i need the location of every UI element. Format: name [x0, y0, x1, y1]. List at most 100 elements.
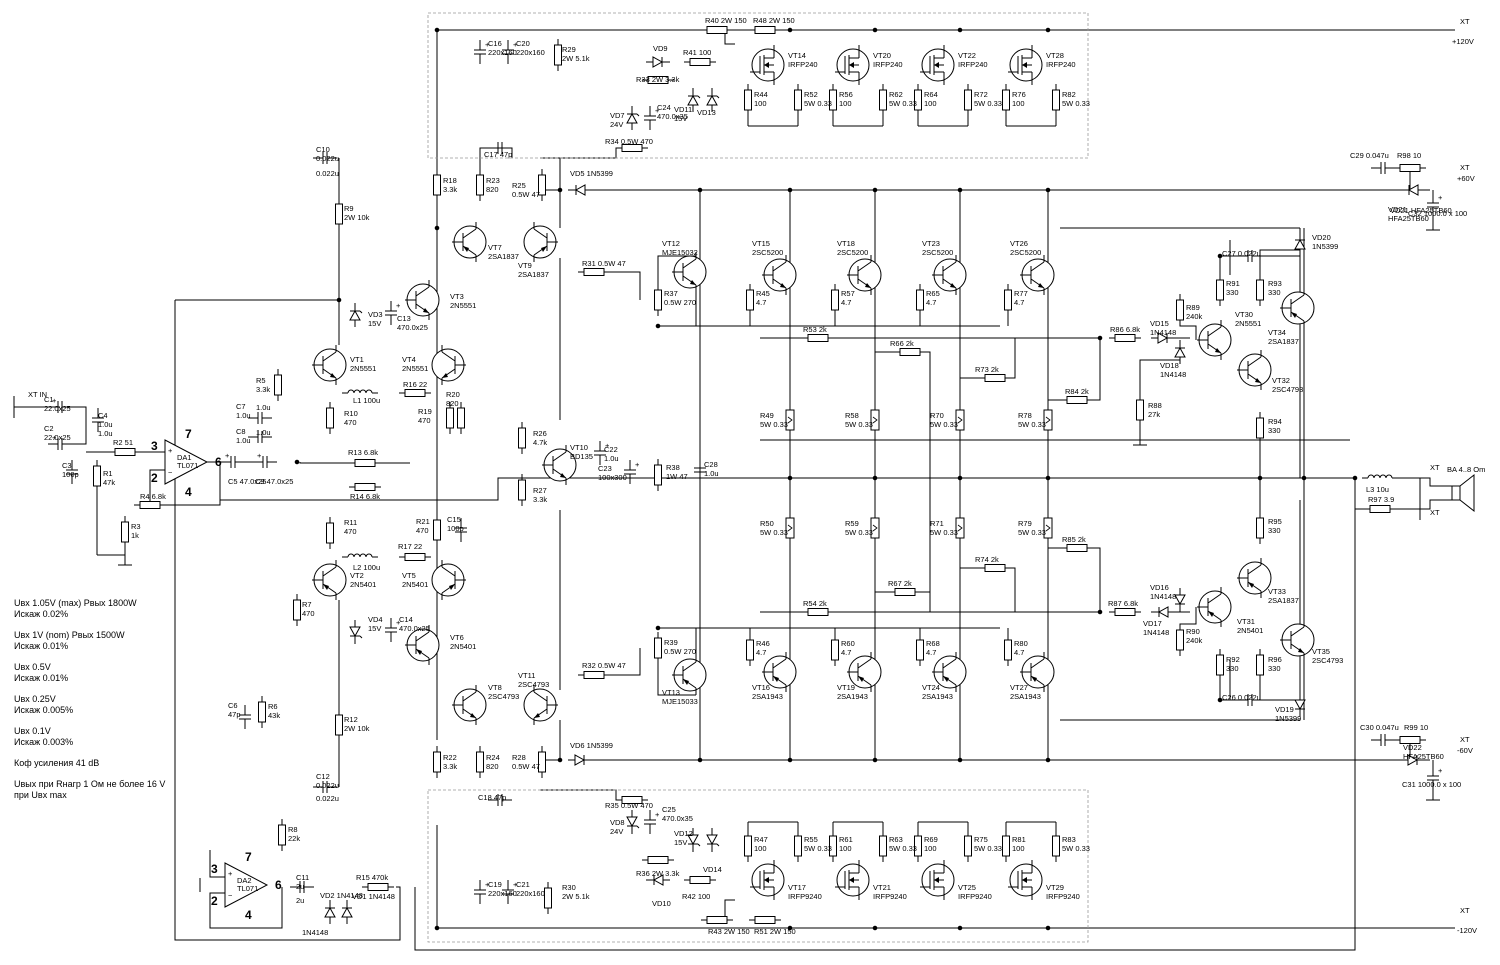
- resistor-r92: [1216, 654, 1224, 676]
- resistor-ref: R15 470k: [356, 873, 388, 882]
- transistor-ref: VT23: [922, 239, 940, 248]
- resistor-r12: [335, 714, 343, 736]
- transistor-part: 2SC4793: [518, 680, 549, 689]
- resistor-value: 43k: [268, 711, 280, 720]
- resistor-r5: [274, 374, 282, 396]
- resistor-value: 470: [344, 418, 357, 427]
- resistor-ref: R58: [845, 411, 859, 420]
- resistor-r50: [785, 517, 795, 539]
- transistor-vt34: [1280, 288, 1315, 328]
- notes-gap: [14, 620, 165, 630]
- resistor-value: 5W 0.33: [804, 99, 832, 108]
- resistor-ref: R19: [418, 407, 432, 416]
- opamp-part: TL071: [237, 884, 258, 893]
- capacitor-ref: C24: [657, 103, 671, 112]
- transistor-part: MJE15033: [662, 697, 698, 706]
- resistor-value: 330: [1268, 426, 1281, 435]
- diode-ref: VD11: [674, 105, 692, 114]
- transistor-ref: VT17: [788, 883, 806, 892]
- rail-terminal-label: XT: [1460, 17, 1470, 26]
- transistor-vt23: [932, 255, 967, 295]
- resistor-r73: [984, 374, 1006, 382]
- capacitor-value: 220x160: [516, 889, 545, 898]
- notes-gap: [14, 716, 165, 726]
- resistor-r1: [93, 465, 101, 487]
- capacitor-ref: C25: [662, 805, 676, 814]
- capacitor-c24: [644, 115, 656, 121]
- polarity-mark: +: [1438, 193, 1443, 202]
- transistor-ref: VT27: [1010, 683, 1028, 692]
- resistor-value: 0.5W 270: [664, 298, 696, 307]
- capacitor-c9: [262, 456, 268, 468]
- diode-vd3: [349, 309, 363, 321]
- transistor-ref: VT11: [518, 671, 535, 680]
- resistor-value: 5W 0.33: [804, 844, 832, 853]
- resistor-ref: R41 100: [683, 48, 711, 57]
- capacitor-value: 22.0x25: [44, 433, 71, 442]
- resistor-ref: R65: [926, 289, 940, 298]
- diode-value: 1N4148: [1150, 592, 1176, 601]
- transistor-ref: VT7: [488, 243, 502, 252]
- resistor-r93: [1256, 279, 1264, 301]
- diode-vd18: [1174, 346, 1186, 358]
- capacitor-c17: [497, 142, 503, 154]
- resistor-value: 5W 0.33: [760, 420, 788, 429]
- resistor-value: 4.7: [756, 648, 766, 657]
- transistor-ref: VT22: [958, 51, 976, 60]
- diode-ref: VD9: [653, 44, 668, 53]
- opamp-pin: 4: [245, 908, 252, 922]
- capacitor-value: 220x160: [488, 48, 517, 57]
- diode-ref: VD22: [1403, 743, 1422, 752]
- transistor-vt3: [405, 280, 440, 320]
- wires: [13, 27, 1455, 951]
- resistor-value: 4.7: [1014, 298, 1024, 307]
- resistor-value: 820: [446, 399, 459, 408]
- transistor-part: 2SC5200: [1010, 248, 1041, 257]
- resistor-ref: R35 0.5W 470: [605, 801, 653, 810]
- resistor-r77: [1004, 289, 1012, 311]
- transistor-ref: VT4: [402, 355, 416, 364]
- transistor-part: 2SA1837: [488, 252, 519, 261]
- capacitor-c18: [497, 794, 503, 806]
- transistor-vt27: [1020, 652, 1055, 692]
- capacitor-ref: C3: [62, 461, 72, 470]
- resistor-value: 5W 0.33: [930, 528, 958, 537]
- transistor-vt26: [1020, 255, 1055, 295]
- diode-vd2: [324, 906, 336, 918]
- transistor-vt25: [920, 860, 955, 900]
- diode-value: 24V: [610, 120, 623, 129]
- transistor-ref: VT12: [662, 239, 680, 248]
- resistor-ref: R76: [1012, 90, 1026, 99]
- resistor-r14: [354, 483, 376, 491]
- resistor-r70: [955, 409, 965, 431]
- capacitor-c20: [502, 49, 514, 55]
- resistor-r37: [654, 289, 662, 311]
- transistor-ref: VT5: [402, 571, 416, 580]
- diode-ref: VD8: [610, 818, 625, 827]
- resistor-r82: [1052, 89, 1060, 111]
- resistor-value: 820: [486, 185, 499, 194]
- resistor-value: 2W 5.1k: [562, 892, 590, 901]
- capacitor-value: 0.022u: [316, 781, 339, 790]
- resistor-r36: [647, 856, 669, 864]
- transistor-part: 2N5551: [450, 301, 476, 310]
- diode-vd21: [1407, 184, 1419, 196]
- resistor-value: 4.7k: [533, 438, 547, 447]
- speaker-terminal-label: XT: [1430, 508, 1440, 517]
- resistor-r76: [1002, 89, 1010, 111]
- diode-value: HFA25TB60: [1388, 214, 1429, 223]
- polarity-mark: +: [52, 433, 57, 442]
- resistor-value: 3.3k: [443, 185, 457, 194]
- transistor-ref: VT34: [1268, 328, 1286, 337]
- transistor-vt14: [750, 45, 785, 85]
- capacitor-c8: [257, 431, 263, 443]
- capacitor-label: C30 0.047u: [1360, 723, 1399, 732]
- resistor-ref: R37: [664, 289, 678, 298]
- diode-vd1: [341, 906, 353, 918]
- transistor-part: 2SC4793: [1272, 385, 1303, 394]
- capacitor-c3: [66, 469, 78, 475]
- resistor-value: 470: [302, 609, 315, 618]
- resistor-value: 5W 0.33: [930, 420, 958, 429]
- resistor-ref: R68: [926, 639, 940, 648]
